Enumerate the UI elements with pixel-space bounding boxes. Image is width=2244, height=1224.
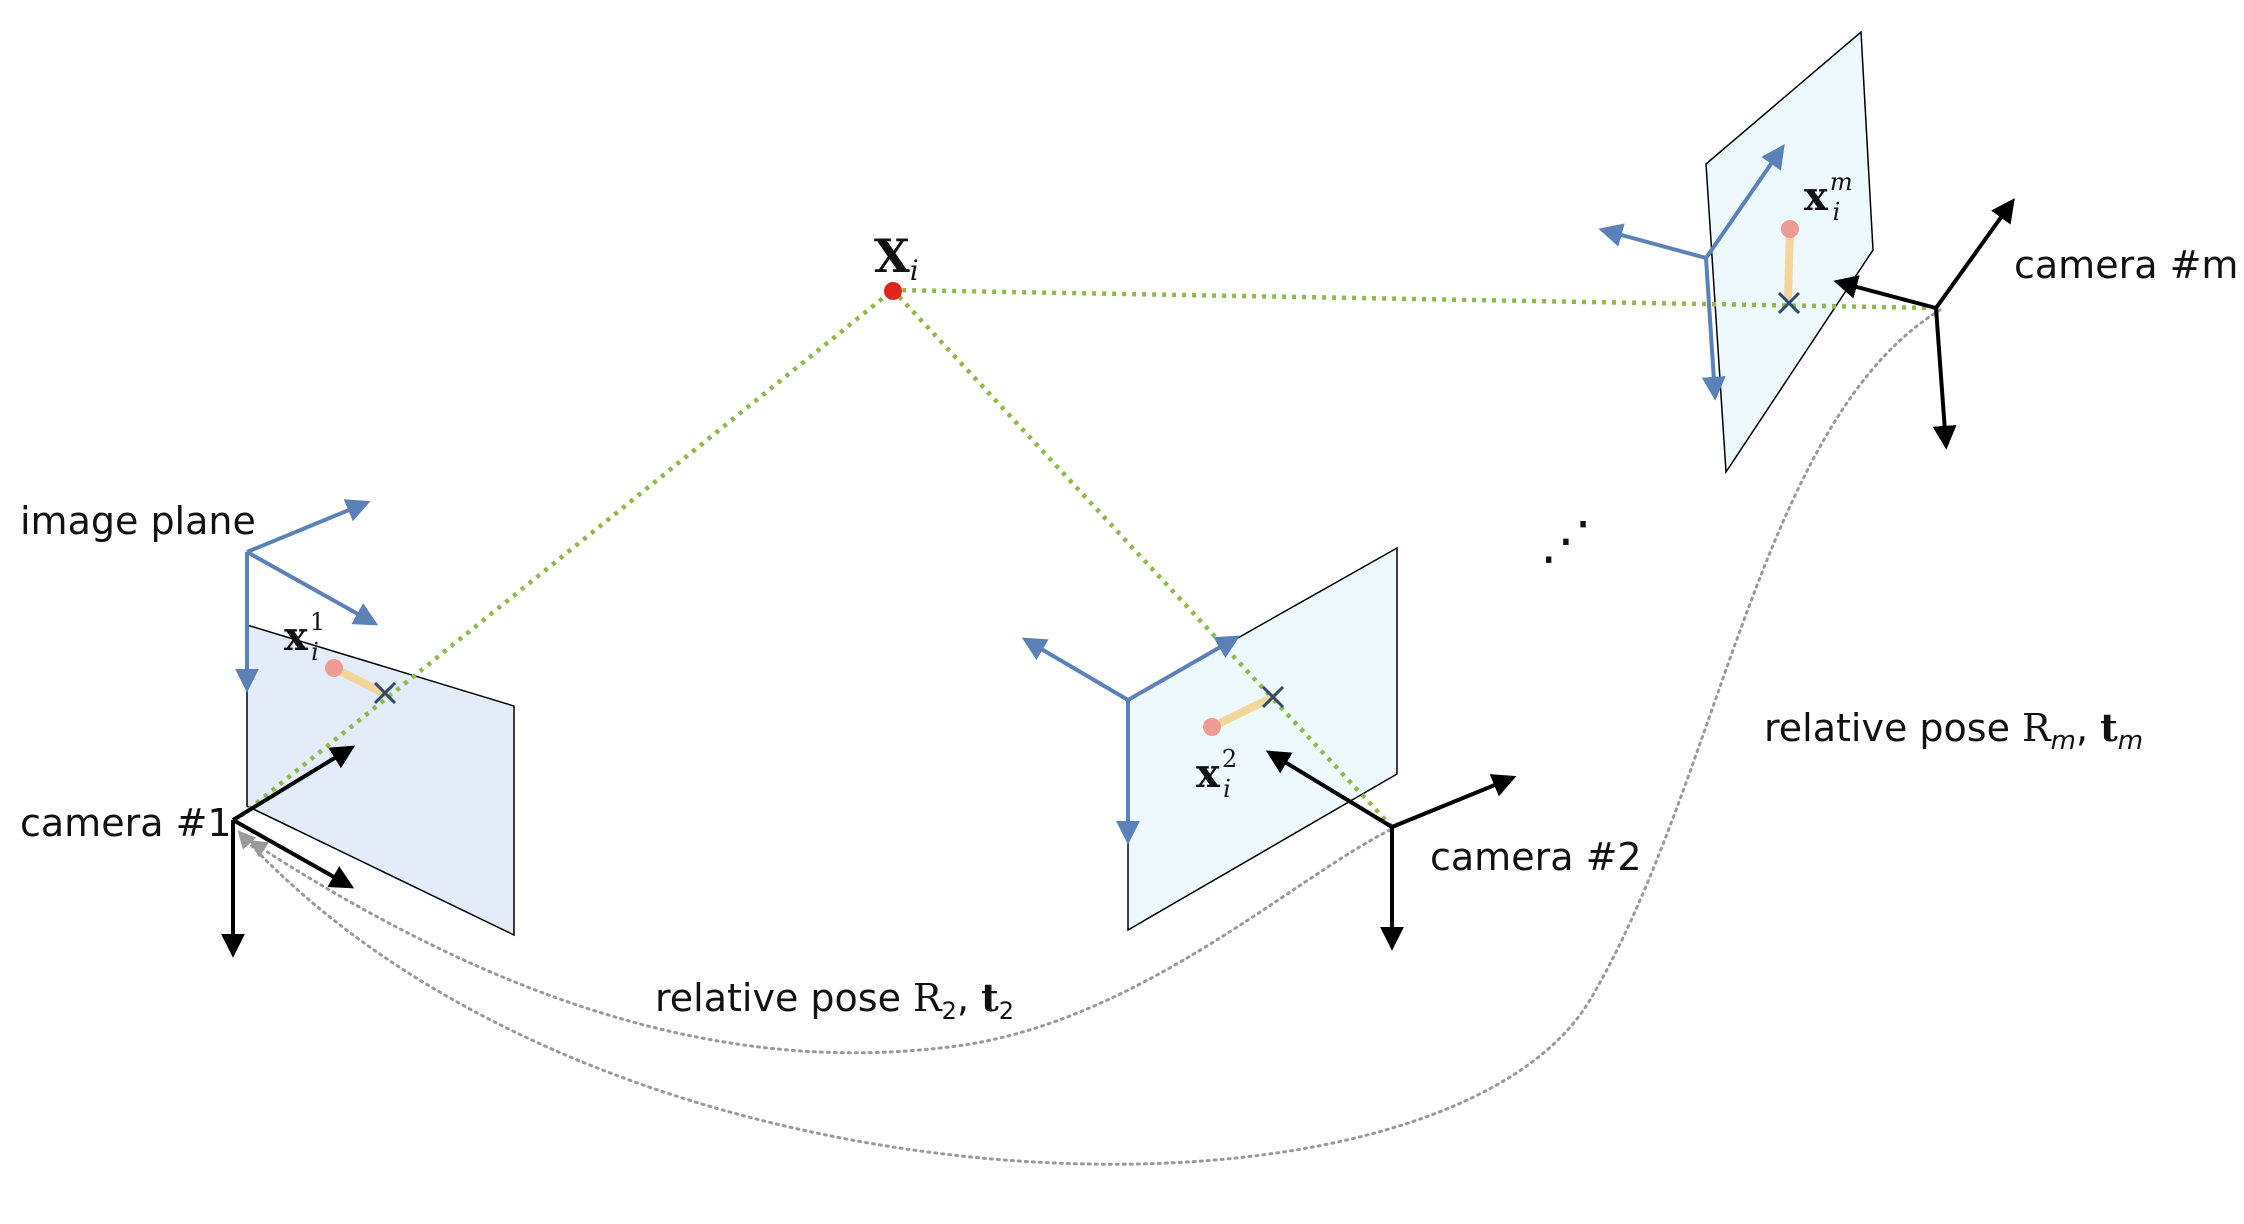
relative-pose-curve-m	[237, 308, 1942, 1166]
measured-point-m-cross	[1777, 291, 1801, 315]
projected-point-2	[1203, 718, 1221, 736]
ray-camera-1	[231, 288, 895, 824]
relative-pose-m-label: relative pose Rm, tm	[1764, 705, 2143, 756]
plane-axes-m	[1598, 144, 1785, 401]
reprojection-2	[1203, 685, 1285, 736]
image-plane-1	[246, 623, 515, 937]
projected-point-1	[325, 659, 343, 677]
camera-2-label: camera #2	[1430, 835, 1642, 879]
plane-axes-1	[235, 499, 379, 693]
plane-axes-2	[1021, 635, 1241, 845]
projected-point-m	[1781, 220, 1799, 238]
reprojection-m	[1777, 220, 1801, 315]
image-plane-2	[1127, 546, 1398, 932]
world-point-label: Xi	[874, 229, 919, 287]
projection-rays	[231, 287, 1937, 829]
image-plane-label: image plane	[20, 499, 256, 543]
world-point	[884, 282, 902, 300]
relative-pose-curve-2	[248, 828, 1392, 1055]
camera-axes-2	[1265, 750, 1517, 951]
ray-camera-2	[891, 288, 1394, 829]
relative-pose-2-label: relative pose R2, t2	[655, 975, 1014, 1025]
camera-m-label: camera #m	[2014, 243, 2238, 287]
measured-point-1-cross	[373, 681, 397, 705]
measured-point-2-cross	[1261, 685, 1285, 709]
camera-axes-1	[221, 745, 356, 958]
reprojection-1	[325, 659, 397, 705]
camera-axes-m	[1833, 198, 2015, 450]
ray-camera-m	[892, 287, 1937, 311]
ellipsis: ⋰	[1540, 511, 1592, 571]
camera-1-label: camera #1	[20, 801, 232, 845]
